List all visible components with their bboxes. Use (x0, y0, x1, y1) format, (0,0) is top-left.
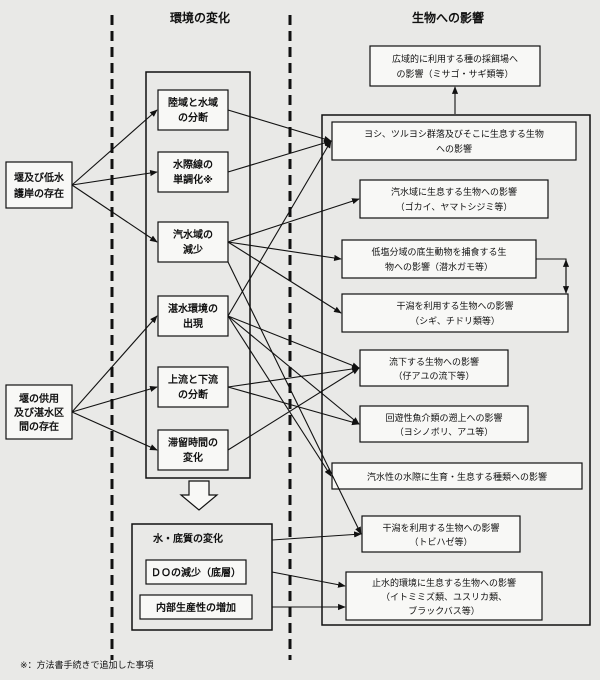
impact-box-diving-ducks: 低塩分域の底生動物を捕食する生 物への影響（潜水ガモ等） (341, 239, 537, 279)
svg-text:陸域と水域: 陸域と水域 (168, 96, 218, 109)
impact-arrows (227, 109, 362, 611)
env-box-shoreline-simplification: 水際線の 単調化※ (157, 151, 229, 193)
svg-text:ＤＯの減少（底層）: ＤＯの減少（底層） (151, 566, 241, 579)
svg-text:物への影響（潜水ガモ等）: 物への影響（潜水ガモ等） (385, 261, 493, 273)
svg-text:ヨシ、ツルヨシ群落及びそこに生息する生物: ヨシ、ツルヨシ群落及びそこに生息する生物 (364, 128, 544, 140)
svg-text:の影響（ミサゴ・サギ類等）: の影響（ミサゴ・サギ類等） (396, 68, 513, 80)
svg-text:内部生産性の増加: 内部生産性の増加 (156, 601, 236, 614)
impact-box-brackish-organisms: 汽水域に生息する生物への影響 （ゴカイ、ヤマトシジミ等） (359, 179, 549, 219)
svg-text:の分断: の分断 (178, 111, 208, 124)
env-change-header: 環境の変化 (170, 10, 230, 25)
svg-text:（シギ、チドリ類等）: （シギ、チドリ類等） (410, 315, 500, 327)
svg-text:上流と下流: 上流と下流 (168, 373, 218, 386)
impact-box-mudskipper: 干潟を利用する生物への影響 （トビハゼ等） (361, 515, 521, 553)
env-box-impounded-water: 湛水環境の 出現 (157, 295, 229, 337)
cause-box-weir-operation: 堰の供用 及び湛水区 間の存在 (5, 384, 73, 440)
svg-text:干潟を利用する生物への影響: 干潟を利用する生物への影響 (382, 522, 499, 534)
svg-text:流下する生物への影響: 流下する生物への影響 (389, 356, 479, 368)
svg-text:（ヨシノボリ、アユ等）: （ヨシノボリ、アユ等） (395, 426, 493, 438)
impact-box-drifting-organisms: 流下する生物への影響 （仔アユの流下等） (359, 349, 509, 387)
env-box-brackish-decrease: 汽水域の 減少 (157, 221, 229, 263)
impact-box-migratory-fish: 回遊性魚介類の遡上への影響 （ヨシノボリ、アユ等） (359, 405, 529, 443)
svg-text:（トビハゼ等）: （トビハゼ等） (409, 536, 472, 548)
svg-text:及び湛水区: 及び湛水区 (14, 406, 64, 419)
impact-box-shorebirds: 干潟を利用する生物への影響 （シギ、チドリ類等） (341, 293, 569, 333)
svg-text:汽水性の水際に生育・生息する種類への影響: 汽水性の水際に生育・生息する種類への影響 (367, 471, 547, 483)
svg-text:堰及び低水: 堰及び低水 (14, 171, 65, 184)
side-connectors (451, 86, 570, 294)
svg-text:止水的環境に生息する生物への影響: 止水的環境に生息する生物への影響 (372, 577, 516, 589)
down-arrow (179, 480, 219, 511)
env-box-land-water-separation: 陸域と水域 の分断 (157, 89, 229, 131)
svg-text:ブラックバス等）: ブラックバス等） (408, 605, 480, 617)
svg-text:（ゴカイ、ヤマトシジミ等）: （ゴカイ、ヤマトシジミ等） (396, 201, 513, 213)
env-change-frame (145, 71, 251, 479)
svg-text:水・底質の変化: 水・底質の変化 (152, 532, 223, 545)
cause-arrows (71, 109, 158, 451)
impact-box-foraging-ground: 広域的に利用する種の採餌場へ の影響（ミサゴ・サギ類等） (369, 45, 541, 87)
water-sediment-box: 水・底質の変化 ＤＯの減少（底層） 内部生産性の増加 (131, 523, 273, 631)
svg-text:汽水域の: 汽水域の (173, 228, 213, 241)
svg-text:（仔アユの流下等）: （仔アユの流下等） (393, 370, 474, 382)
impact-box-brackish-shoreline-species: 汽水性の水際に生育・生息する種類への影響 (331, 462, 583, 490)
svg-text:の分断: の分断 (178, 388, 208, 401)
env-box-upstream-downstream-separation: 上流と下流 の分断 (157, 366, 229, 408)
svg-text:護岸の存在: 護岸の存在 (14, 187, 64, 200)
svg-text:変化: 変化 (183, 451, 203, 464)
bio-impact-header: 生物への影響 (412, 10, 484, 25)
svg-text:湛水環境の: 湛水環境の (168, 302, 218, 315)
svg-text:滞留時間の: 滞留時間の (168, 436, 218, 449)
svg-text:への影響: への影響 (436, 143, 472, 155)
svg-text:広域的に利用する種の採餌場へ: 広域的に利用する種の採餌場へ (392, 53, 518, 65)
svg-text:堰の供用: 堰の供用 (19, 392, 59, 405)
svg-text:水際線の: 水際線の (172, 158, 213, 171)
svg-text:減少: 減少 (183, 243, 203, 256)
svg-text:低塩分域の底生動物を捕食する生: 低塩分域の底生動物を捕食する生 (371, 246, 506, 258)
impact-box-reed-community: ヨシ、ツルヨシ群落及びそこに生息する生物 への影響 (331, 121, 577, 161)
svg-text:汽水域に生息する生物への影響: 汽水域に生息する生物への影響 (391, 186, 517, 198)
svg-text:干潟を利用する生物への影響: 干潟を利用する生物への影響 (396, 300, 513, 312)
svg-text:間の存在: 間の存在 (19, 420, 59, 433)
env-box-residence-time: 滞留時間の 変化 (157, 429, 229, 471)
footnote: ※：方法書手続きで追加した事項 (20, 659, 154, 671)
impact-box-stagnant-water: 止水的環境に生息する生物への影響 （イトミミズ類、ユスリカ類、 ブラックバス等） (345, 571, 543, 621)
cause-box-weir-revetment: 堰及び低水 護岸の存在 (5, 161, 73, 209)
svg-text:回遊性魚介類の遡上への影響: 回遊性魚介類の遡上への影響 (385, 412, 502, 424)
svg-text:（イトミミズ類、ユスリカ類、: （イトミミズ類、ユスリカ類、 (381, 591, 507, 603)
svg-text:単調化※: 単調化※ (173, 173, 213, 186)
impact-frame (321, 114, 591, 626)
svg-text:出現: 出現 (183, 317, 203, 330)
